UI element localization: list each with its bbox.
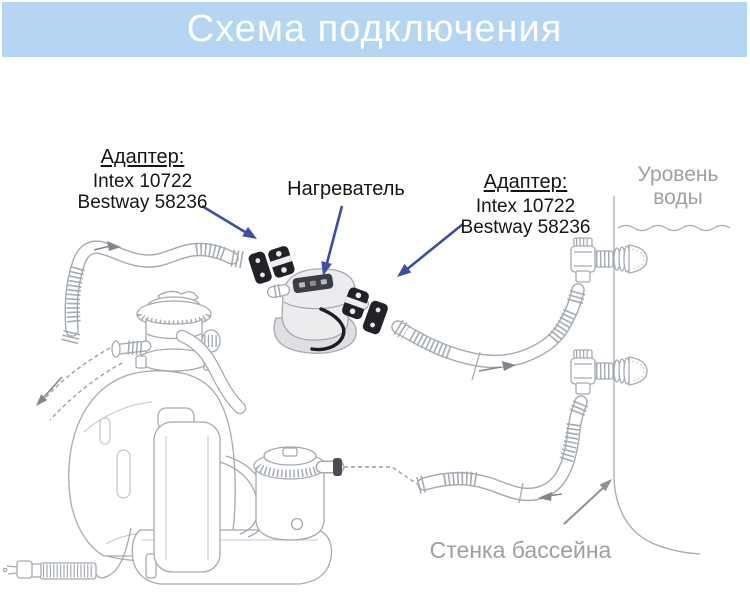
title-banner: Схема подключения xyxy=(2,2,747,57)
label-heater: Нагреватель xyxy=(287,178,405,200)
wall-fitting-lower xyxy=(571,350,647,394)
page-title: Схема подключения xyxy=(186,8,563,50)
flow-arrow-left xyxy=(538,492,552,501)
heater-power-cord xyxy=(310,307,346,352)
wall-fitting-upper xyxy=(571,238,647,282)
drain-direction-arrow xyxy=(36,347,123,421)
pool-wall xyxy=(613,196,731,555)
multiport-valve xyxy=(111,290,221,372)
callout-arrow-heater xyxy=(321,205,344,276)
label-adapter-right-line1: Intex 10722 xyxy=(475,196,576,217)
pump-prefilter xyxy=(253,446,345,541)
label-adapter-left-heading: Адаптер: xyxy=(100,146,185,168)
label-adapter-right-heading: Адаптер: xyxy=(483,171,568,193)
hose-pump-to-heater xyxy=(60,240,245,347)
suction-dashed-line xyxy=(344,466,418,485)
label-adapter-left: Адаптер: Intex 10722 Bestway 58236 xyxy=(45,146,240,214)
pump-inlet-port xyxy=(333,458,342,476)
adapter-left xyxy=(248,246,295,284)
callout-arrow-adapter-left xyxy=(201,204,257,239)
label-adapter-left-line1: Intex 10722 xyxy=(92,171,193,192)
label-water-level: Уровень воды xyxy=(637,163,719,209)
label-adapter-left-line2: Bestway 58236 xyxy=(77,192,208,213)
callout-arrow-adapter-right xyxy=(397,222,464,277)
power-cord-plug xyxy=(2,527,132,580)
flow-arrow-right-2 xyxy=(502,361,516,371)
valve-to-pump-hose xyxy=(175,329,247,415)
hose-pool-to-pump xyxy=(344,395,589,504)
adapter-right xyxy=(342,287,388,335)
pump-motor xyxy=(153,407,269,573)
label-adapter-right: Адаптер: Intex 10722 Bestway 58236 xyxy=(428,171,623,239)
pool-wall-arrow xyxy=(563,479,612,525)
label-pool-wall: Стенка бассейна xyxy=(429,537,612,563)
hose-heater-to-pool xyxy=(391,283,586,381)
water-level-line xyxy=(617,224,731,232)
label-adapter-right-line2: Bestway 58236 xyxy=(460,217,591,238)
flow-arrow-right-1 xyxy=(107,241,121,251)
